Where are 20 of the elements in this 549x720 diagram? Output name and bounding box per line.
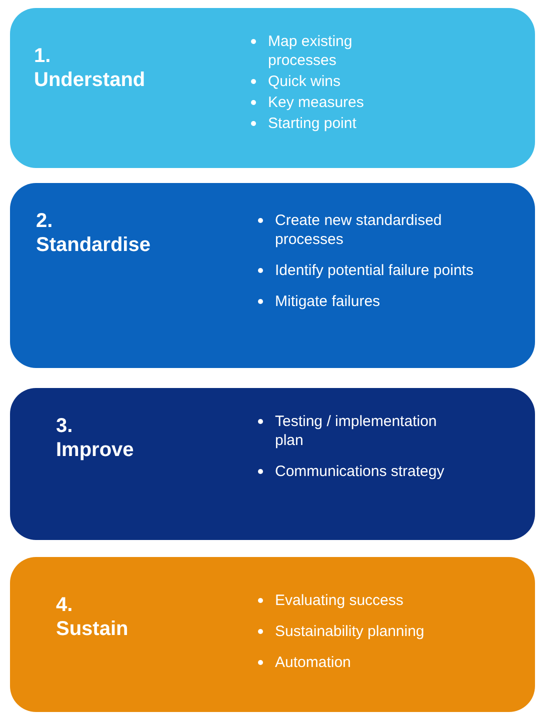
bullet-item: Quick wins	[268, 73, 341, 90]
stage-heading: 4. Sustain	[56, 593, 128, 641]
bullet-item: Starting point	[268, 115, 356, 132]
stage-heading: 3. Improve	[56, 414, 134, 462]
stage-card	[10, 8, 535, 168]
stage-heading: 2. Standardise	[36, 209, 150, 257]
bullet-item: Identify potential failure points	[275, 262, 474, 279]
stage-card	[10, 183, 535, 368]
bullet-item: Automation	[275, 654, 351, 671]
bullet-item: Key measures	[268, 94, 364, 111]
bullet-item: Communications strategy	[275, 463, 444, 480]
bullet-item: Mitigate failures	[275, 293, 380, 310]
bullet-item: Create new standardised processes	[275, 212, 442, 248]
stage-card	[10, 557, 535, 712]
bullet-item: Sustainability planning	[275, 623, 424, 640]
bullet-item: Evaluating success	[275, 592, 404, 609]
stage-card	[10, 388, 535, 540]
stage-heading: 1. Understand	[34, 44, 146, 92]
bullet-item: Testing / implementation plan	[275, 413, 437, 449]
bullet-item: Map existing processes	[268, 33, 352, 69]
